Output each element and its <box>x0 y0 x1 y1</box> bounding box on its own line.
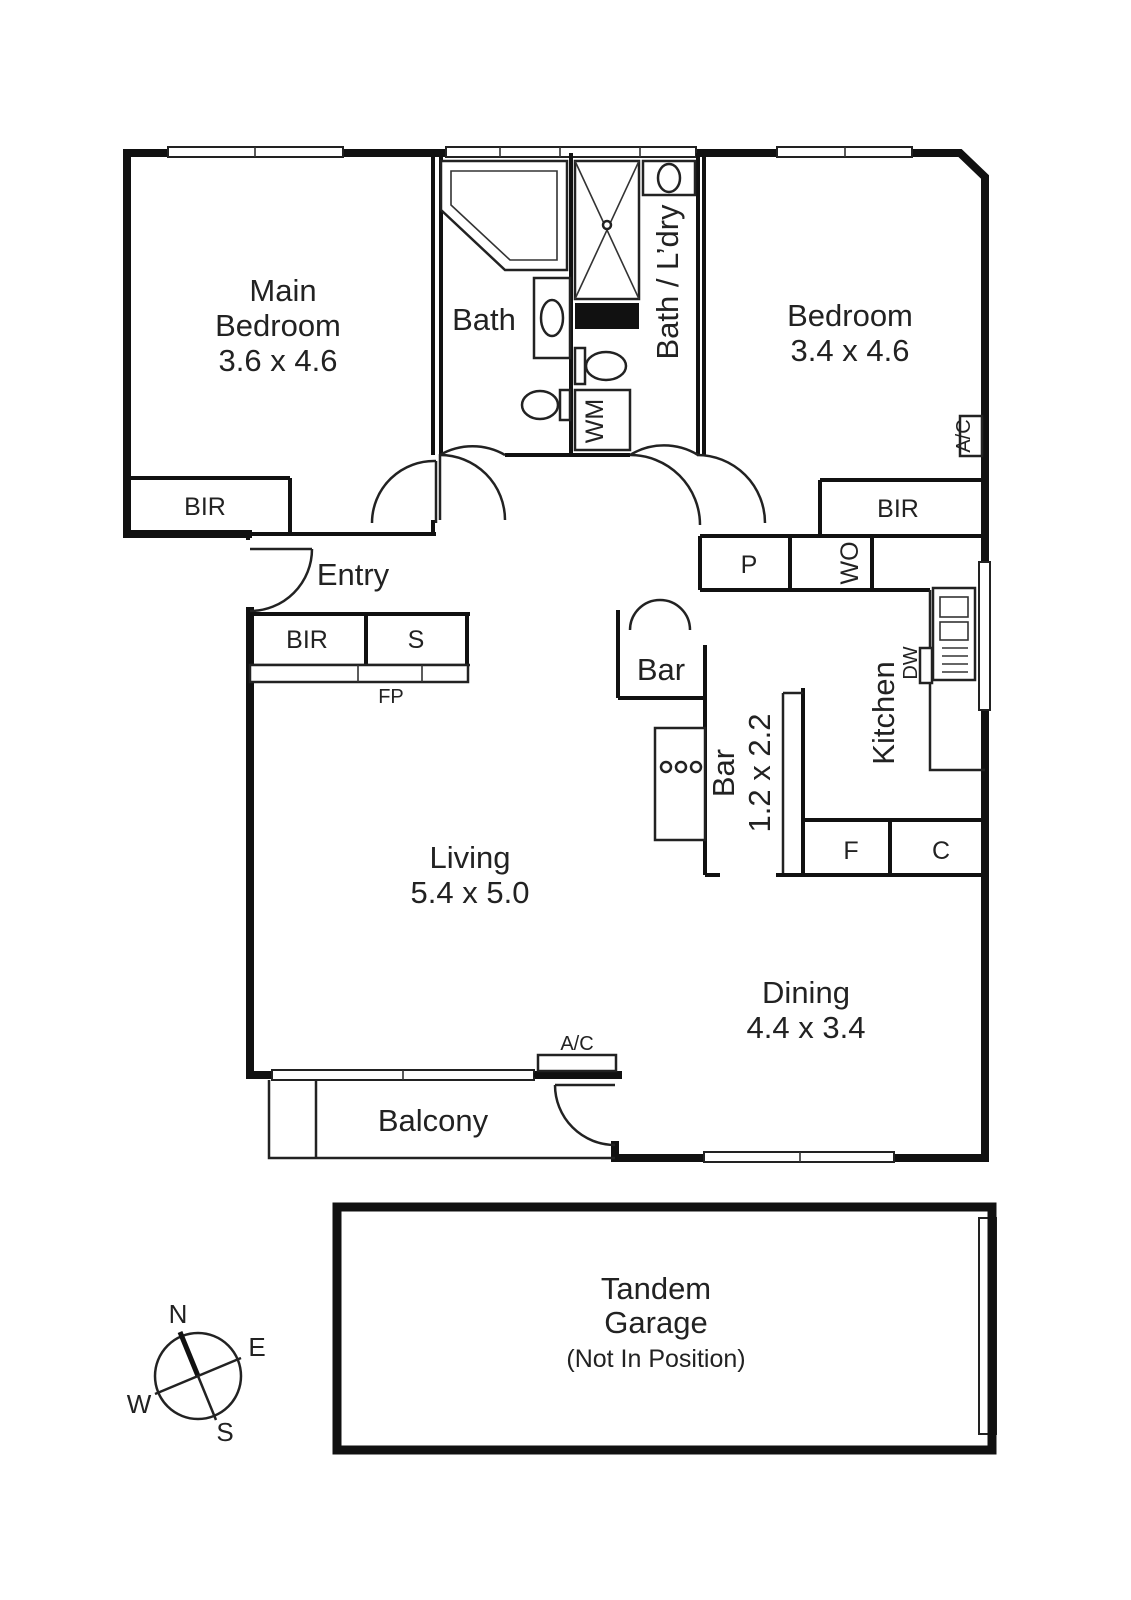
cupboard-label: C <box>932 837 950 865</box>
fireplace-label: FP <box>378 686 404 708</box>
living-label: Living <box>430 840 511 875</box>
dining-dims: 4.4 x 3.4 <box>747 1010 866 1045</box>
main-bedroom-dims: 3.6 x 4.6 <box>219 343 338 378</box>
bath-laundry-label: Bath / L’dry <box>650 204 685 360</box>
main-bedroom-label-2: Bedroom <box>215 308 341 343</box>
living-dims: 5.4 x 5.0 <box>411 875 530 910</box>
labels: Main Bedroom 3.6 x 4.6 Bath Bath / L’dry… <box>127 204 975 1447</box>
compass-east: E <box>248 1332 265 1362</box>
door-swings <box>249 444 767 1147</box>
compass-west: W <box>127 1389 152 1419</box>
bath-label: Bath <box>452 302 516 337</box>
pantry-label: P <box>741 551 758 579</box>
balcony-label: Balcony <box>378 1103 489 1138</box>
kitchen-fixtures <box>653 414 985 842</box>
bir-entry-label: BIR <box>286 626 328 654</box>
washing-machine-label: WM <box>581 399 609 443</box>
ac-living-label: A/C <box>560 1033 593 1055</box>
bir-main-label: BIR <box>184 493 226 521</box>
bedroom-dims: 3.4 x 4.6 <box>791 333 910 368</box>
garage-label-2: Garage <box>604 1305 707 1340</box>
wall-oven-label: WO <box>836 541 864 584</box>
kitchen-label: Kitchen <box>866 661 901 764</box>
dining-label: Dining <box>762 975 850 1010</box>
interior-walls <box>127 153 985 1160</box>
garage-note: (Not In Position) <box>566 1345 745 1373</box>
ac-bedroom-label: A/C <box>953 419 975 452</box>
compass <box>153 1331 243 1421</box>
entry-label: Entry <box>317 557 390 592</box>
bir-bedroom-label: BIR <box>877 495 919 523</box>
garage <box>332 1202 997 1455</box>
bar-counter-label: Bar <box>637 652 685 687</box>
main-bedroom-label-1: Main <box>249 273 316 308</box>
bedroom-label: Bedroom <box>787 298 913 333</box>
fridge-label: F <box>843 837 858 865</box>
storage-label: S <box>408 626 425 654</box>
bar-room-label: Bar <box>706 749 741 797</box>
bath-fixtures <box>439 159 697 452</box>
dishwasher-label: DW <box>900 646 922 679</box>
compass-south: S <box>216 1417 233 1447</box>
bar-room-dims: 1.2 x 2.2 <box>742 714 777 833</box>
garage-label-1: Tandem <box>601 1271 711 1306</box>
compass-north: N <box>169 1299 188 1329</box>
compass-needle-north <box>177 1331 201 1377</box>
